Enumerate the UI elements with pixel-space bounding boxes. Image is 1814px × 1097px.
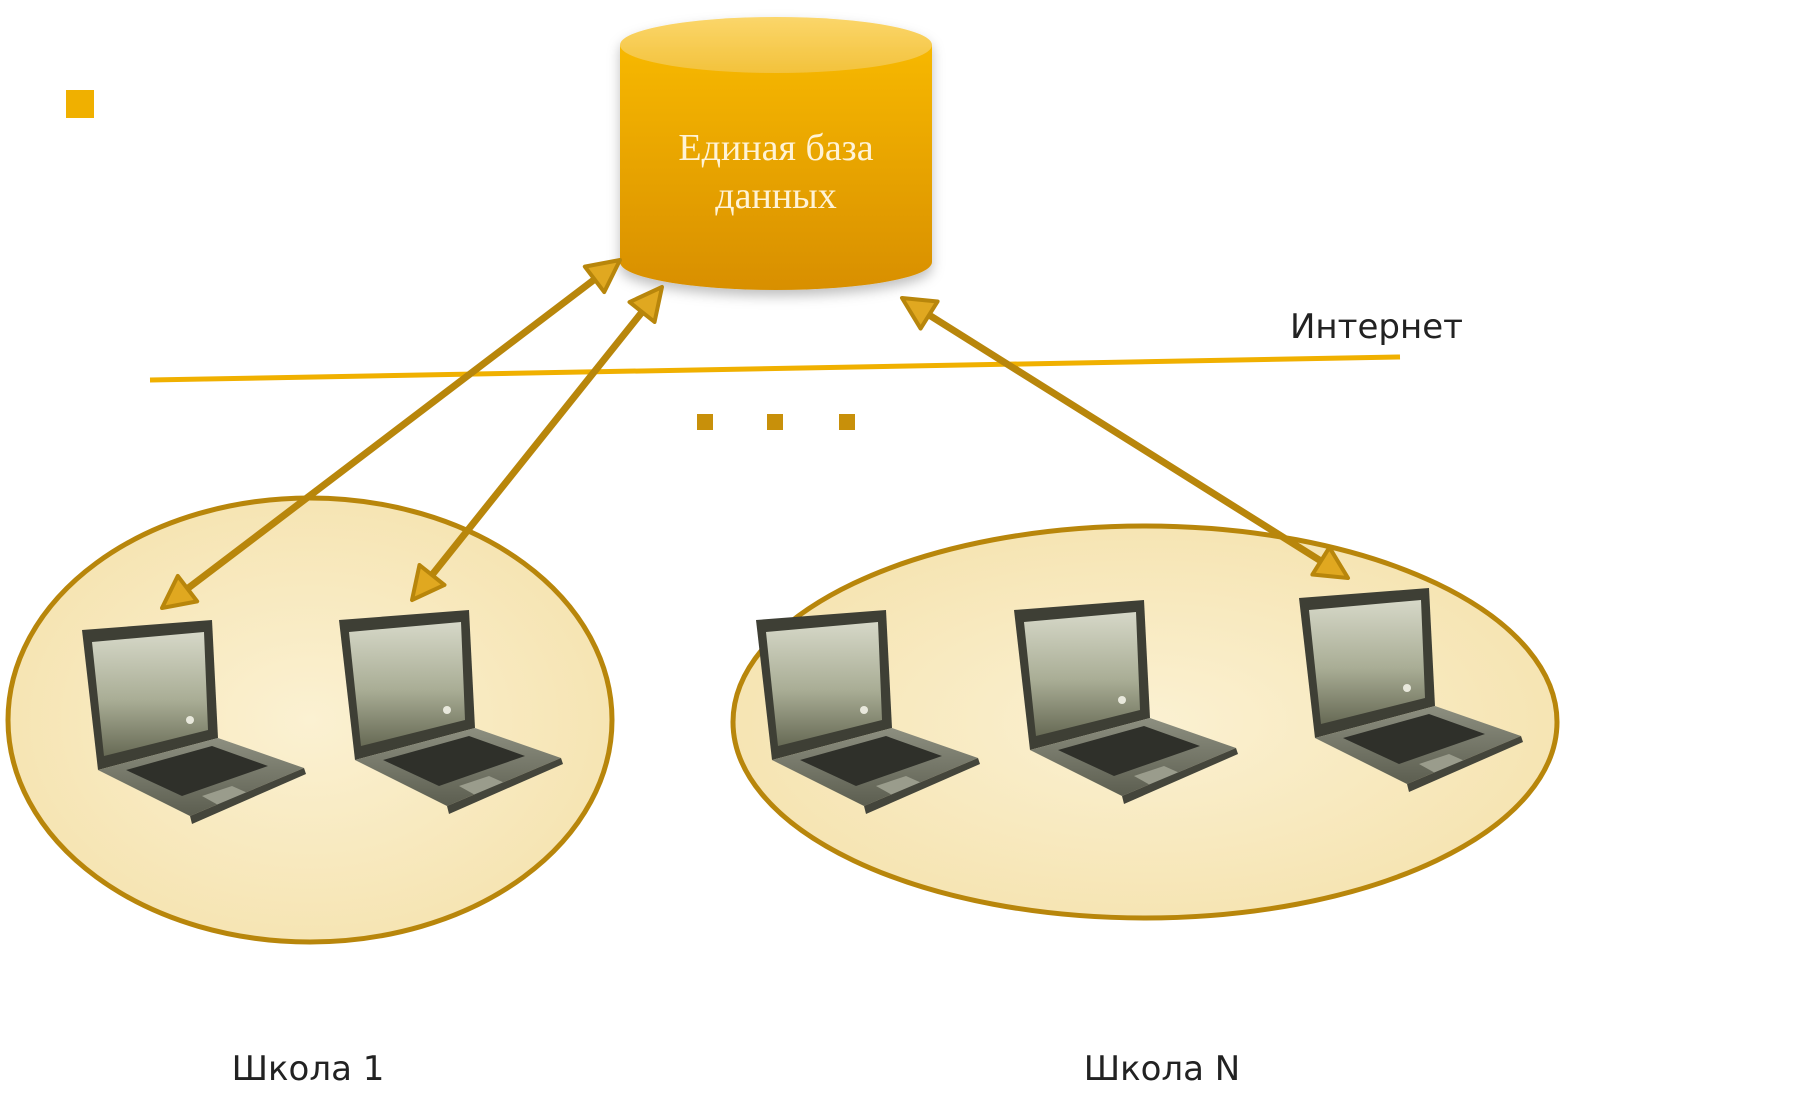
laptop-icon	[1014, 600, 1238, 804]
laptop-icon	[82, 620, 306, 824]
double-arrow	[160, 258, 622, 610]
three-squares-ellipsis-icon	[697, 414, 855, 430]
double-arrow	[900, 296, 1350, 580]
arrows-group	[160, 258, 1350, 610]
double-arrow	[410, 285, 664, 602]
database-label-line1: Единая база	[678, 127, 873, 169]
laptop-icon	[339, 610, 563, 814]
internet-label: Интернет	[1290, 307, 1463, 347]
laptops-group	[82, 588, 1523, 824]
square-bullet-icon	[66, 90, 94, 118]
internet-line	[149, 354, 1401, 383]
laptop-icon	[1299, 588, 1523, 792]
laptop-icon	[756, 610, 980, 814]
school-1-label: Школа 1	[232, 1049, 385, 1089]
school-n-label: Школа N	[1084, 1049, 1241, 1089]
database-label-line2: данных	[715, 175, 836, 217]
database-cylinder-icon	[620, 17, 932, 290]
